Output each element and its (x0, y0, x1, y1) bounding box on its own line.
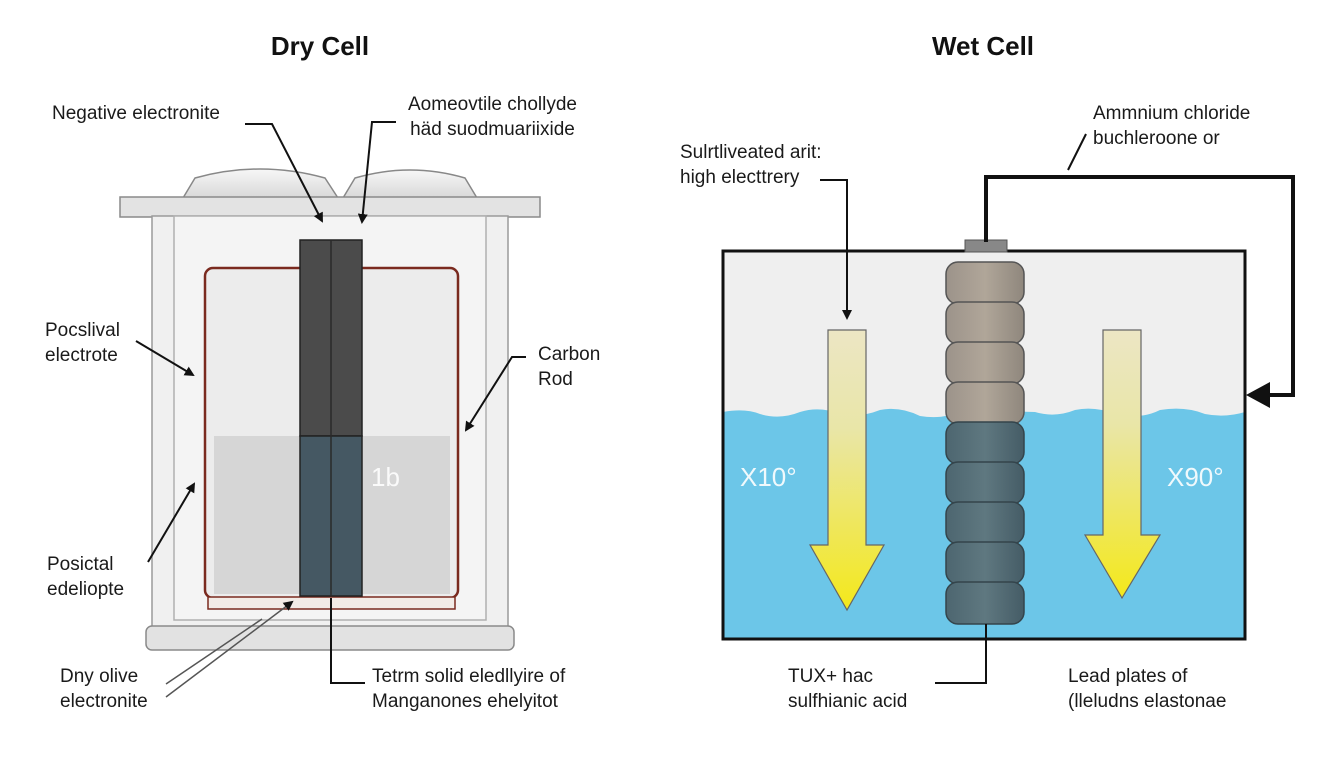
label-ammonium-chloride-wet: Ammnium chloride buchleroone or (1093, 103, 1251, 149)
label-lead-plates: Lead plates of (lleludns elastonae (1068, 666, 1227, 712)
label-positive-electrolyte: Posictal edeliopte (47, 554, 125, 600)
label-right-marker: X90° (1167, 462, 1224, 492)
label-carbon-rod: Carbon Rod (538, 344, 601, 390)
leader-tux-acid (935, 624, 987, 684)
left-yellow-arrow (808, 329, 886, 612)
wet-cell-diagram (721, 133, 1295, 684)
dry-cell-diagram (119, 121, 541, 698)
leader-dry-olive-2 (165, 600, 294, 698)
dry-cell-title: Dry Cell (270, 31, 370, 61)
wet-cell-title: Wet Cell (931, 31, 1035, 61)
leader-positive-electrolyte (147, 482, 196, 563)
label-left-marker: X10° (740, 462, 797, 492)
label-dry-olive-electrode: Dny olive electronite (60, 666, 148, 712)
dry-cell-lid (119, 196, 541, 218)
wet-cell-circuit-wire (984, 175, 1295, 397)
label-negative-electrode: Negative electronite (52, 103, 220, 124)
leader-positive-electrode (135, 340, 195, 377)
leader-dry-olive-1 (165, 618, 263, 685)
label-sulfur-plate: Sulrtliveated arit: high electtrery (680, 142, 822, 188)
label-tux-acid: TUX+ hac sulfhianic acid (788, 666, 908, 712)
label-solid-electrolyte: Tetrm solid eledllyire of Manganones ehe… (372, 666, 566, 712)
dry-cell-top-cap-left (181, 168, 340, 199)
label-ammonium-chloride-dry: Aomeovtile chollyde häd suodmuariixide (408, 94, 577, 140)
segmented-electrode (945, 261, 1025, 625)
dry-cell-inner-text: 1b (371, 462, 400, 492)
leader-negative-electrode (245, 123, 323, 223)
circuit-arrow-head (1246, 382, 1270, 408)
right-yellow-arrow (1083, 329, 1162, 600)
leader-sulfur-plate (820, 179, 852, 320)
leader-ammonium-wet (1067, 133, 1087, 171)
leader-solid-electrolyte (330, 598, 365, 684)
leader-ammonium-dry (357, 121, 396, 224)
leader-carbon-rod (464, 356, 526, 432)
label-positive-electrode: Pocslival electrote (45, 320, 120, 366)
dry-cell-top-cap-right (341, 169, 479, 199)
